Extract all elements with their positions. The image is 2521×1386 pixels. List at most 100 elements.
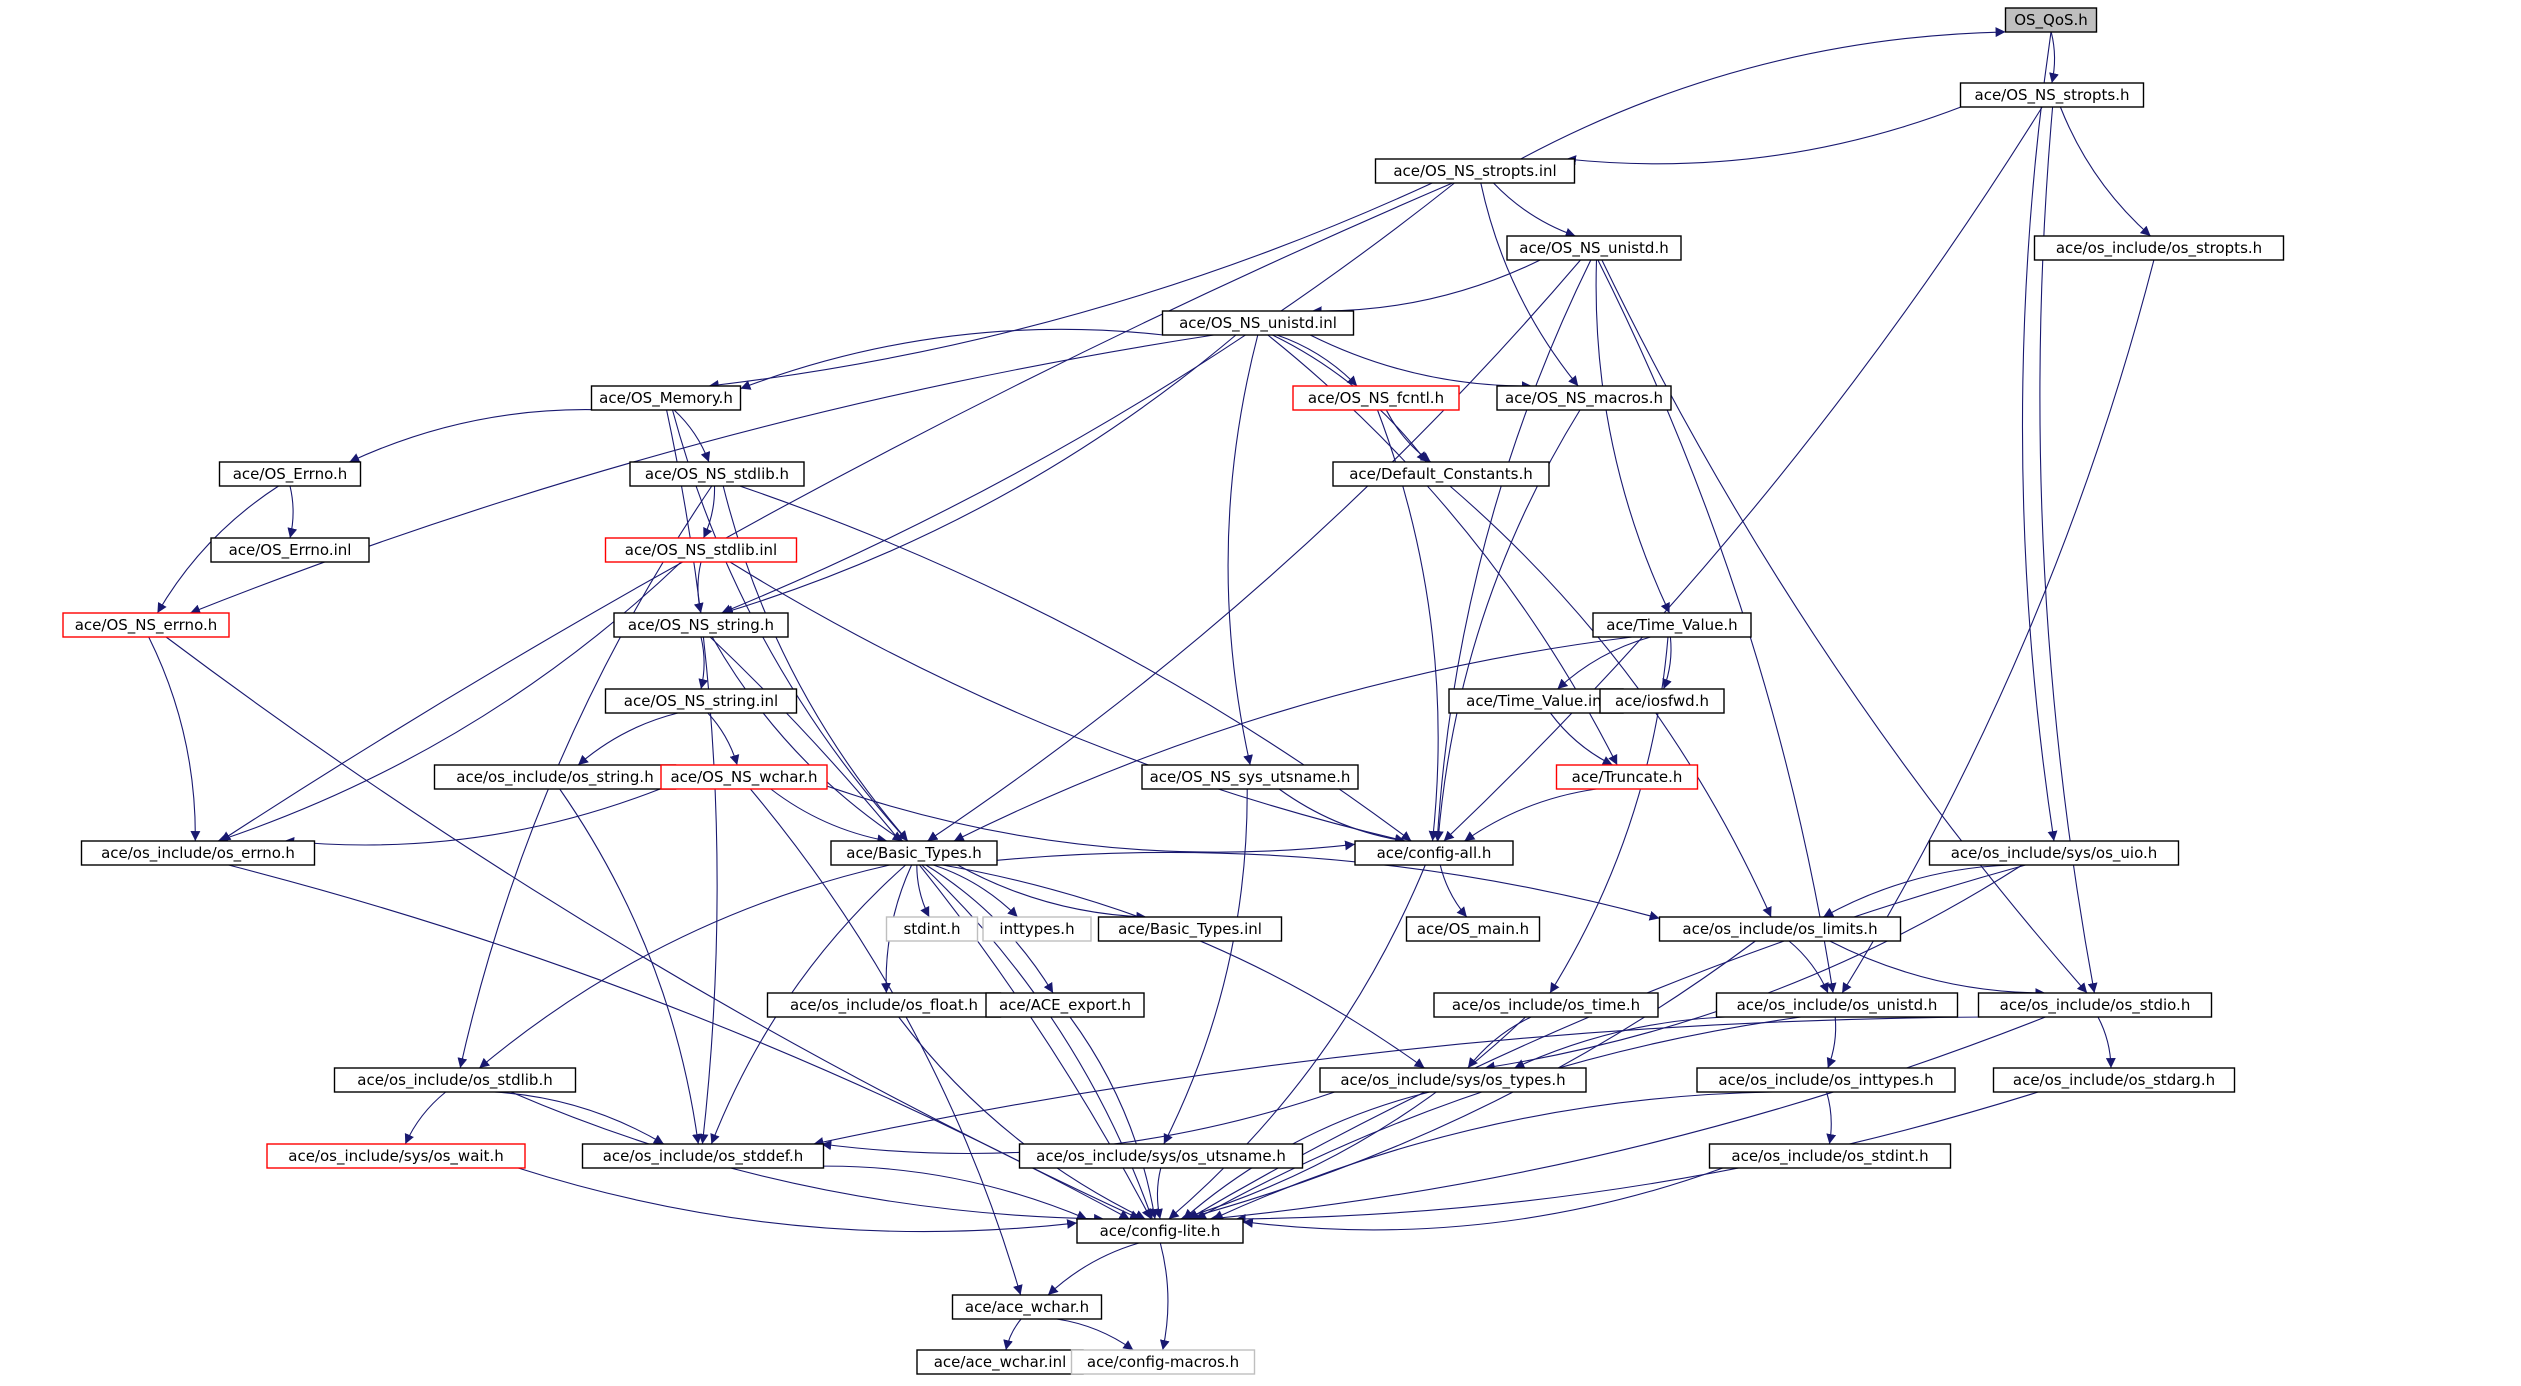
node-osinc-stdlib[interactable]: ace/os_include/os_stdlib.h xyxy=(333,1067,577,1093)
node-stdint[interactable]: stdint.h xyxy=(885,916,979,942)
node-truncate[interactable]: ace/Truncate.h xyxy=(1555,764,1699,790)
node-label: ace/iosfwd.h xyxy=(1615,692,1709,710)
node-osinc-stdint[interactable]: ace/os_include/os_stdint.h xyxy=(1708,1143,1952,1169)
node-box xyxy=(629,461,805,487)
node-box xyxy=(1708,1143,1952,1169)
node-box xyxy=(210,537,370,563)
edge-osinc-limits-to-osinc-unistd xyxy=(1788,940,1829,994)
node-box xyxy=(1161,310,1355,336)
edge-ns-stropts-inl-to-ns-macros xyxy=(1480,182,1579,387)
node-config-macros[interactable]: ace/config-macros.h xyxy=(1070,1349,1256,1375)
edge-osinc-stdint-to-config-lite xyxy=(1242,1167,1723,1231)
node-ns-string-inl[interactable]: ace/OS_NS_string.inl xyxy=(604,688,798,714)
node-ns-stropts-h[interactable]: ace/OS_NS_stropts.h xyxy=(1959,82,2145,108)
edge-osinc-stdarg-to-config-lite xyxy=(1235,1091,2039,1224)
node-osinc-stropts[interactable]: ace/os_include/os_stropts.h xyxy=(2033,235,2285,261)
node-label: ace/os_include/os_stropts.h xyxy=(2056,239,2262,258)
node-label: ace/os_include/os_stdint.h xyxy=(1731,1147,1928,1166)
node-ace-export[interactable]: ace/ACE_export.h xyxy=(985,992,1145,1018)
node-label: ace/OS_NS_fcntl.h xyxy=(1308,389,1444,408)
node-ace-wchar-h[interactable]: ace/ace_wchar.h xyxy=(951,1294,1103,1320)
node-ns-stdlib-inl[interactable]: ace/OS_NS_stdlib.inl xyxy=(604,537,798,563)
node-label: ace/os_include/sys/os_wait.h xyxy=(288,1147,503,1166)
node-ns-unistd-inl[interactable]: ace/OS_NS_unistd.inl xyxy=(1161,310,1355,336)
node-osinc-inttypes[interactable]: ace/os_include/os_inttypes.h xyxy=(1696,1067,1956,1093)
edge-time-value-h-to-iosfwd xyxy=(1662,636,1672,690)
edge-ace-wchar-h-to-ace-wchar-inl xyxy=(1003,1318,1022,1351)
node-label: ace/Time_Value.inl xyxy=(1466,692,1606,711)
node-label: ace/os_include/os_errno.h xyxy=(101,844,295,863)
node-label: ace/os_include/os_stdlib.h xyxy=(357,1071,552,1090)
edge-ns-unistd-h-to-basic-types-h xyxy=(927,259,1581,842)
node-label: ace/OS_NS_string.h xyxy=(628,616,774,635)
edge-ns-sys-utsname-to-osinc-sys-utsname xyxy=(1163,788,1248,1145)
node-os-qos[interactable]: OS_QoS.h xyxy=(2004,7,2098,33)
node-label: ace/os_include/sys/os_uio.h xyxy=(1951,844,2158,863)
edge-time-value-inl-to-truncate xyxy=(1549,712,1613,766)
edge-config-all-to-config-lite xyxy=(1168,864,1426,1220)
node-ns-string-h[interactable]: ace/OS_NS_string.h xyxy=(613,612,789,638)
edge-ns-unistd-inl-to-ns-fcntl xyxy=(1276,334,1358,387)
node-osinc-float[interactable]: ace/os_include/os_float.h xyxy=(766,992,1002,1018)
node-osinc-limits[interactable]: ace/os_include/os_limits.h xyxy=(1658,916,1902,942)
node-label: ace/Basic_Types.inl xyxy=(1118,920,1262,939)
node-label: ace/ace_wchar.h xyxy=(965,1298,1089,1317)
edge-config-lite-to-ace-wchar-h xyxy=(1047,1242,1140,1296)
edge-osinc-limits-to-config-lite xyxy=(1184,940,1756,1222)
node-label: ace/config-macros.h xyxy=(1087,1353,1239,1371)
node-os-errno-inl[interactable]: ace/OS_Errno.inl xyxy=(210,537,370,563)
node-osinc-unistd[interactable]: ace/os_include/os_unistd.h xyxy=(1715,992,1959,1018)
node-box xyxy=(1928,840,2180,866)
edge-osinc-stdio-to-osinc-stdarg xyxy=(2097,1016,2116,1069)
node-ns-unistd-h[interactable]: ace/OS_NS_unistd.h xyxy=(1506,235,1682,261)
node-label: ace/os_include/os_stdarg.h xyxy=(2013,1071,2215,1090)
edge-time-value-h-to-osinc-time xyxy=(1549,636,1669,994)
edge-ns-stropts-inl-to-ns-unistd-h xyxy=(1493,182,1576,238)
node-config-all[interactable]: ace/config-all.h xyxy=(1354,840,1514,866)
edge-ns-stdlib-inl-to-config-all xyxy=(729,561,1406,844)
node-os-main[interactable]: ace/OS_main.h xyxy=(1405,916,1541,942)
node-osinc-stddef[interactable]: ace/os_include/os_stddef.h xyxy=(581,1143,825,1169)
node-inttypes[interactable]: inttypes.h xyxy=(982,916,1092,942)
node-ns-fcntl[interactable]: ace/OS_NS_fcntl.h xyxy=(1292,385,1460,411)
node-box xyxy=(581,1143,825,1169)
node-osinc-errno[interactable]: ace/os_include/os_errno.h xyxy=(80,840,316,866)
node-ns-stdlib-h[interactable]: ace/OS_NS_stdlib.h xyxy=(629,461,805,487)
node-osinc-string[interactable]: ace/os_include/os_string.h xyxy=(433,764,677,790)
node-osinc-stdarg[interactable]: ace/os_include/os_stdarg.h xyxy=(1992,1067,2236,1093)
node-ns-sys-utsname[interactable]: ace/OS_NS_sys_utsname.h xyxy=(1141,764,1359,790)
node-osinc-stdio[interactable]: ace/os_include/os_stdio.h xyxy=(1977,992,2213,1018)
node-config-lite[interactable]: ace/config-lite.h xyxy=(1076,1218,1244,1244)
node-ace-wchar-inl[interactable]: ace/ace_wchar.inl xyxy=(916,1349,1084,1375)
node-os-errno-h[interactable]: ace/OS_Errno.h xyxy=(218,461,362,487)
node-time-value-inl[interactable]: ace/Time_Value.inl xyxy=(1448,688,1624,714)
node-ns-wchar[interactable]: ace/OS_NS_wchar.h xyxy=(660,764,828,790)
node-time-value-h[interactable]: ace/Time_Value.h xyxy=(1592,612,1752,638)
edge-ns-stropts-inl-to-os-memory xyxy=(708,182,1433,390)
node-osinc-sys-wait[interactable]: ace/os_include/sys/os_wait.h xyxy=(266,1143,526,1169)
node-osinc-time[interactable]: ace/os_include/os_time.h xyxy=(1433,992,1659,1018)
node-osinc-sys-types[interactable]: ace/os_include/sys/os_types.h xyxy=(1319,1067,1587,1093)
node-label: ace/OS_NS_string.inl xyxy=(624,692,778,711)
node-basic-types-h[interactable]: ace/Basic_Types.h xyxy=(830,840,998,866)
node-box xyxy=(1374,158,1576,184)
node-basic-types-inl[interactable]: ace/Basic_Types.inl xyxy=(1097,916,1283,942)
node-box xyxy=(1070,1349,1256,1375)
node-ns-macros[interactable]: ace/OS_NS_macros.h xyxy=(1496,385,1672,411)
node-label: ace/OS_NS_errno.h xyxy=(75,616,218,635)
edge-ns-unistd-inl-to-os-memory xyxy=(740,328,1164,390)
edge-ns-stropts-h-to-ns-stropts-inl xyxy=(1566,106,1962,165)
node-osinc-sys-uio[interactable]: ace/os_include/sys/os_uio.h xyxy=(1928,840,2180,866)
node-label: ace/os_include/os_stddef.h xyxy=(603,1147,804,1166)
node-os-memory[interactable]: ace/OS_Memory.h xyxy=(590,385,742,411)
edge-ns-stdlib-h-to-ns-stdlib-inl xyxy=(703,485,716,539)
node-label: ace/OS_NS_unistd.inl xyxy=(1179,314,1337,333)
node-label: ace/Basic_Types.h xyxy=(846,844,981,863)
node-ns-stropts-inl[interactable]: ace/OS_NS_stropts.inl xyxy=(1374,158,1576,184)
node-iosfwd[interactable]: ace/iosfwd.h xyxy=(1599,688,1725,714)
node-default-const[interactable]: ace/Default_Constants.h xyxy=(1332,461,1550,487)
edge-osinc-time-to-osinc-sys-types xyxy=(1467,1016,1532,1069)
node-ns-errno[interactable]: ace/OS_NS_errno.h xyxy=(62,612,230,638)
node-osinc-sys-utsname[interactable]: ace/os_include/sys/os_utsname.h xyxy=(1018,1143,1304,1169)
